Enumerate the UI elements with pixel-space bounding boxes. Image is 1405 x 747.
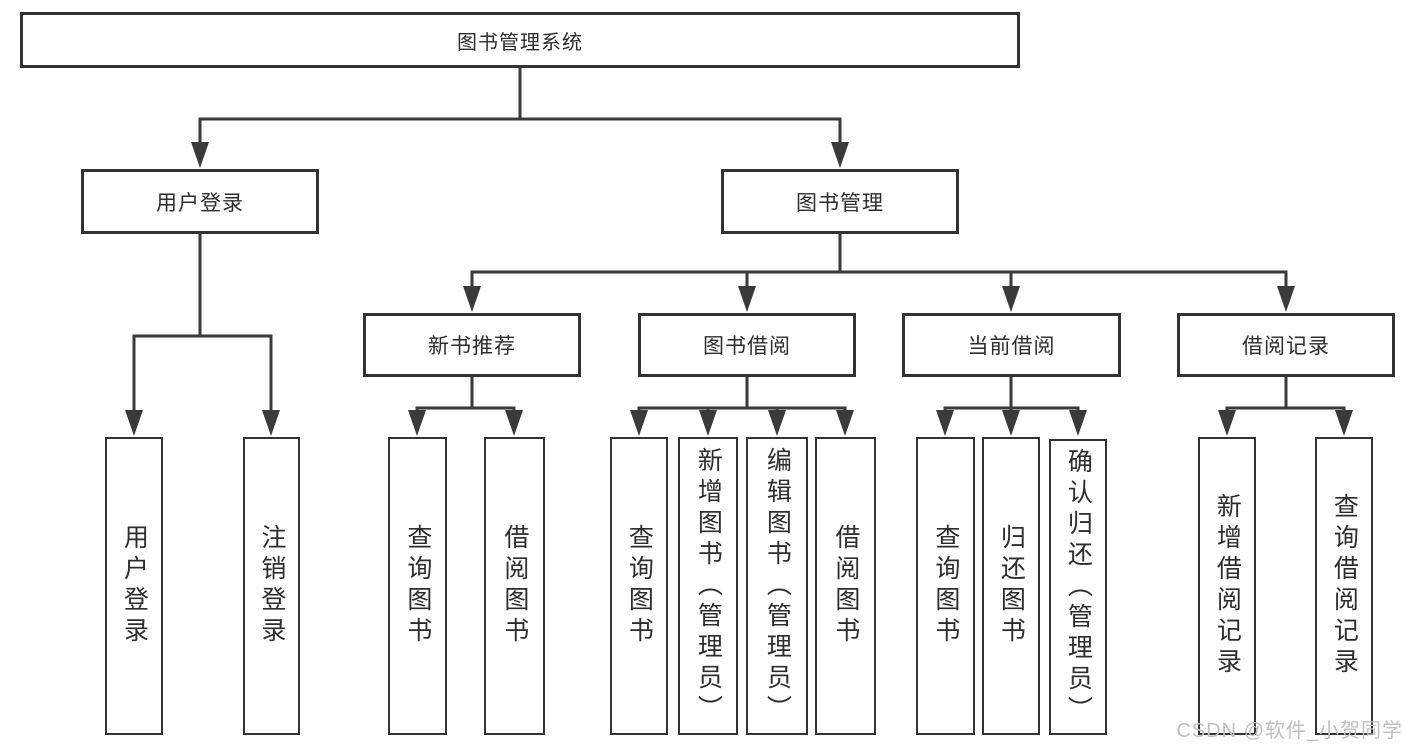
leaf-edit-books-admin: 编辑图书（管理员） — [746, 437, 808, 735]
node-current-borrow: 当前借阅 — [902, 313, 1121, 377]
node-book-borrow: 图书借阅 — [638, 313, 856, 377]
node-user-login: 用户登录 — [81, 169, 319, 234]
node-root-label: 图书管理系统 — [457, 31, 583, 54]
node-book-management-label: 图书管理 — [796, 191, 884, 215]
leaf-borrow-query-books: 查询图书 — [610, 437, 668, 735]
csdn-watermark: CSDN @软件_小贺同学 — [1176, 720, 1403, 742]
leaf-user-login: 用户登录 — [105, 437, 163, 735]
node-borrow-records: 借阅记录 — [1177, 313, 1395, 377]
leaf-recommend-query-books-label: 查询图书 — [403, 524, 432, 648]
leaf-user-login-label: 用户登录 — [120, 524, 149, 648]
node-book-borrow-label: 图书借阅 — [703, 335, 791, 358]
leaf-recommend-query-books: 查询图书 — [388, 437, 447, 735]
leaf-recommend-borrow-books-label: 借阅图书 — [500, 524, 529, 648]
leaf-borrow-books: 借阅图书 — [815, 437, 876, 735]
leaf-add-borrow-record: 新增借阅记录 — [1198, 437, 1256, 735]
node-user-login-label: 用户登录 — [156, 191, 244, 215]
leaf-logout-label: 注销登录 — [257, 524, 286, 648]
node-borrow-records-label: 借阅记录 — [1242, 335, 1330, 358]
leaf-edit-books-admin-label: 编辑图书（管理员） — [763, 446, 792, 726]
leaf-confirm-return-admin: 确认归还（管理员） — [1049, 439, 1107, 735]
leaf-current-query-books-label: 查询图书 — [931, 524, 960, 648]
node-new-book-recommend: 新书推荐 — [363, 313, 581, 377]
leaf-borrow-books-label: 借阅图书 — [831, 524, 860, 648]
leaf-confirm-return-admin-label: 确认归还（管理员） — [1064, 447, 1093, 727]
leaf-add-books-admin-label: 新增图书（管理员） — [694, 446, 723, 726]
leaf-query-borrow-record-label: 查询借阅记录 — [1330, 493, 1359, 679]
leaf-logout: 注销登录 — [243, 437, 300, 735]
node-new-book-recommend-label: 新书推荐 — [428, 335, 516, 358]
leaf-current-query-books: 查询图书 — [916, 437, 975, 735]
node-root: 图书管理系统 — [20, 12, 1020, 68]
node-current-borrow-label: 当前借阅 — [967, 335, 1056, 358]
leaf-borrow-query-books-label: 查询图书 — [625, 524, 654, 648]
leaf-return-books-label: 归还图书 — [997, 524, 1026, 648]
leaf-add-borrow-record-label: 新增借阅记录 — [1213, 493, 1242, 679]
node-book-management: 图书管理 — [721, 169, 959, 234]
leaf-return-books: 归还图书 — [982, 437, 1040, 735]
arrowheads — [125, 142, 1353, 436]
leaf-recommend-borrow-books: 借阅图书 — [484, 437, 545, 735]
leaf-add-books-admin: 新增图书（管理员） — [678, 437, 738, 735]
leaf-query-borrow-record: 查询借阅记录 — [1315, 437, 1373, 735]
